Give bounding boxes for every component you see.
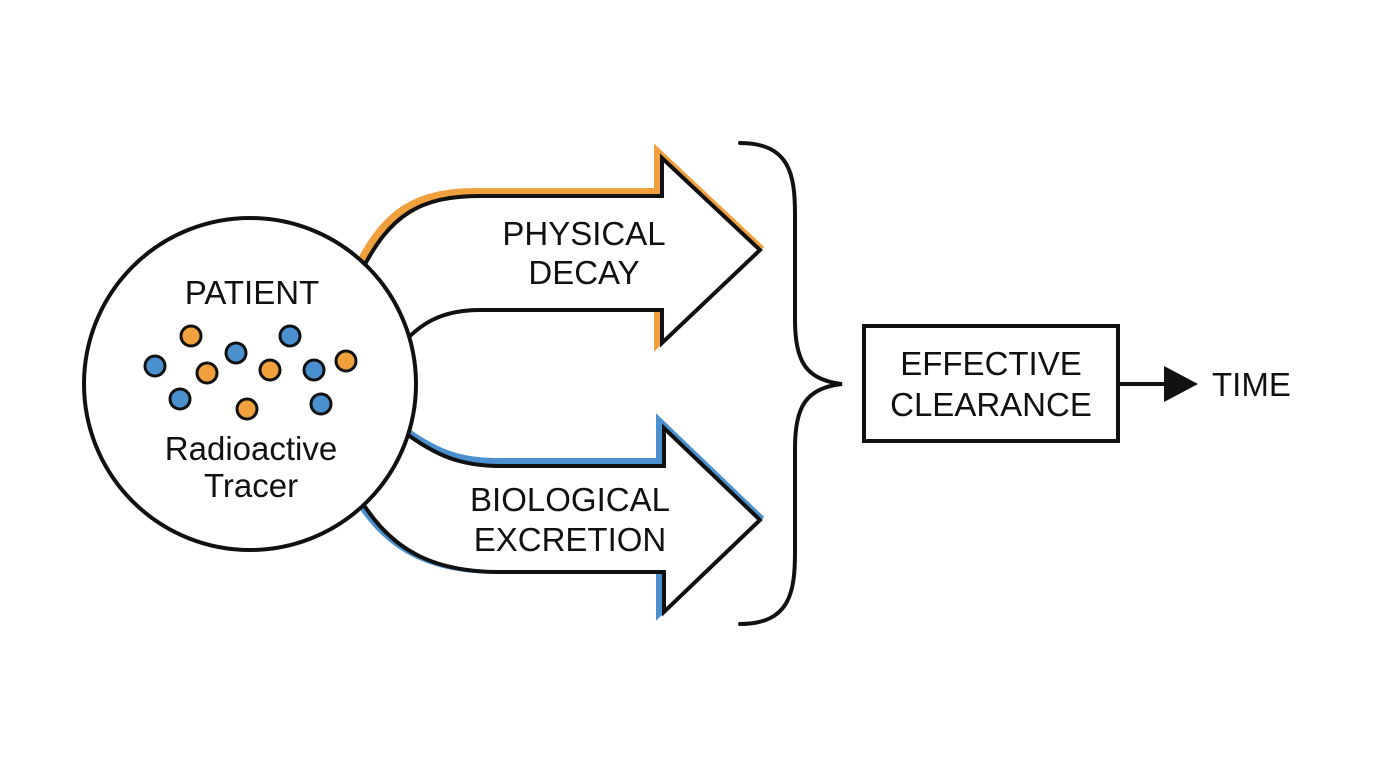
- time-label: TIME: [1212, 366, 1291, 403]
- particle-dot-icon: [224, 341, 248, 365]
- physical-decay-label-2: DECAY: [528, 254, 639, 291]
- biological-excretion-arrow-shape: [360, 423, 763, 617]
- patient-circle: [82, 216, 418, 552]
- tracer-particles: [143, 324, 358, 421]
- biological-excretion-label-1: BIOLOGICAL: [470, 481, 670, 518]
- patient-title: PATIENT: [185, 274, 319, 311]
- effective-clearance-rect: [862, 324, 1120, 443]
- particle-dot-icon: [278, 324, 302, 348]
- patient-node: PATIENT Radioactive Tracer: [82, 216, 418, 552]
- effective-clearance-box: EFFECTIVE CLEARANCE: [862, 324, 1120, 443]
- arrow-right-icon: [1118, 366, 1198, 402]
- effective-clearance-label-2: CLEARANCE: [890, 386, 1092, 423]
- effective-clearance-label-1: EFFECTIVE: [900, 345, 1082, 382]
- tracer-label-2: Tracer: [204, 467, 298, 504]
- particle-dot-icon: [235, 397, 259, 421]
- particle-dot-icon: [309, 392, 333, 416]
- physical-decay-arrow: PHYSICAL DECAY: [354, 143, 765, 352]
- particle-dot-icon: [179, 324, 203, 348]
- physical-decay-label-1: PHYSICAL: [502, 215, 665, 252]
- physical-decay-arrow-shape: [360, 153, 763, 348]
- biological-excretion-arrow: BIOLOGICAL EXCRETION: [354, 413, 765, 621]
- curly-brace-icon: [738, 141, 843, 626]
- particle-dot-icon: [195, 361, 219, 385]
- biological-excretion-label-2: EXCRETION: [474, 521, 667, 558]
- particle-dot-icon: [334, 349, 358, 373]
- tracer-label-1: Radioactive: [165, 430, 337, 467]
- particle-dot-icon: [302, 358, 326, 382]
- particle-dot-icon: [168, 387, 192, 411]
- particle-dot-icon: [258, 358, 282, 382]
- particle-dot-icon: [143, 354, 167, 378]
